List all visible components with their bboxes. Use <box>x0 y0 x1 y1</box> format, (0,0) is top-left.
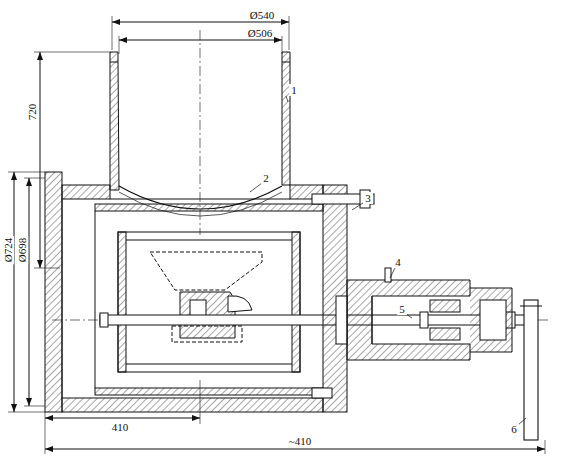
callout-number: 6 <box>509 423 519 435</box>
dimension-text: Ø698 <box>16 236 28 264</box>
dimension-text: 410 <box>110 421 131 433</box>
callout-number: 4 <box>393 256 403 268</box>
dimension-text: Ø540 <box>248 9 276 21</box>
dimension-text: Ø724 <box>2 236 14 264</box>
dimension-text: 720 <box>26 102 38 123</box>
dimension-text: ~410 <box>287 435 313 447</box>
callout-number: 5 <box>397 303 407 315</box>
callout-number: 1 <box>289 84 299 96</box>
callout-number: 3 <box>363 192 373 204</box>
dim-line <box>112 22 289 23</box>
callout-number: 2 <box>261 172 271 184</box>
dimension-text: Ø506 <box>246 27 274 39</box>
